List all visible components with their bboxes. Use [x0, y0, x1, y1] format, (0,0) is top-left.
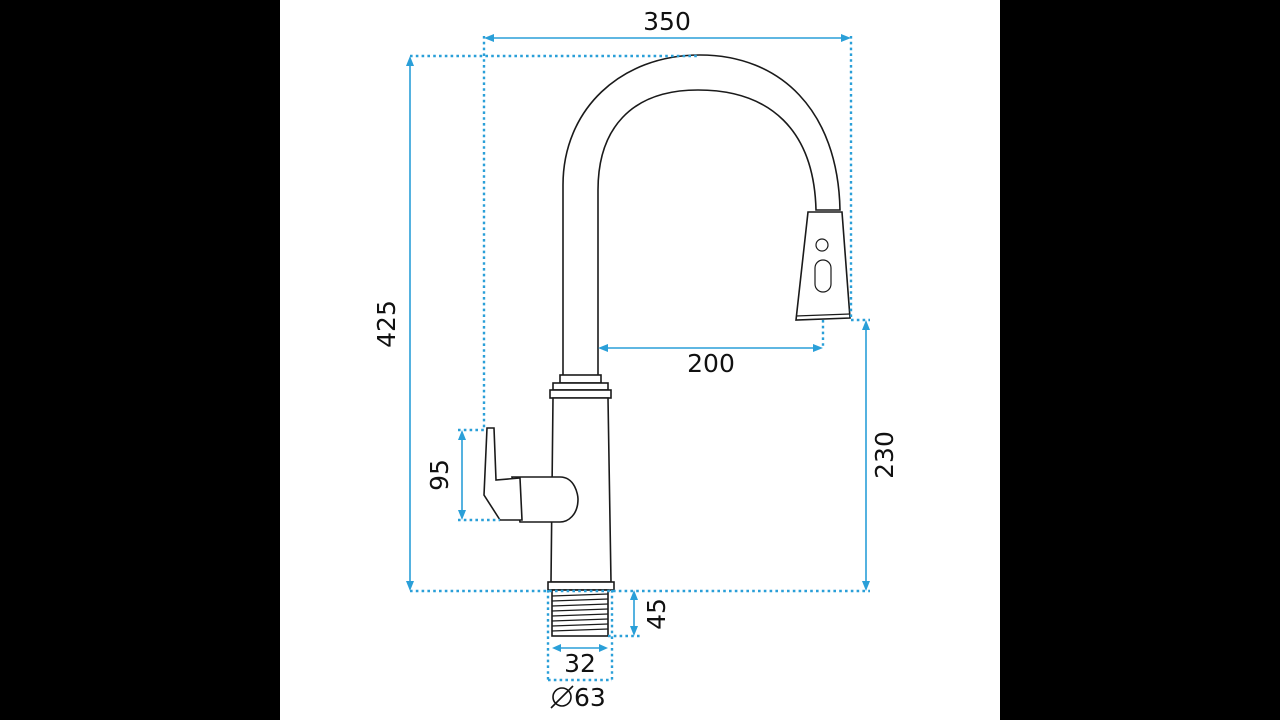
handle-lever — [483, 427, 523, 521]
spray-head — [795, 211, 851, 321]
thread-length-label: 45 — [642, 598, 671, 630]
lower-collar — [552, 382, 609, 391]
faucet-outline — [483, 54, 851, 637]
height-label: 425 — [372, 300, 401, 348]
dimension-labels: 350 425 200 230 95 45 32 63 — [372, 7, 899, 712]
extension-lines — [410, 36, 870, 682]
reach-label: 200 — [687, 349, 735, 378]
spray-mode-switch-icon — [814, 259, 832, 293]
width-label: 350 — [643, 7, 691, 36]
handle-knob — [511, 476, 579, 523]
upper-collar — [559, 374, 602, 384]
handle-height-label: 95 — [425, 459, 454, 491]
threaded-shank — [551, 589, 609, 637]
dimension-arrows — [406, 34, 870, 652]
spout-body — [562, 54, 841, 379]
base-diameter-label: 63 — [574, 683, 606, 712]
thread-lines — [551, 593, 609, 632]
drawing-panel — [280, 0, 1000, 720]
spout-height-label: 230 — [870, 431, 899, 479]
spray-button-icon — [815, 238, 829, 252]
diameter-symbol-icon — [550, 685, 574, 709]
thread-diameter-label: 32 — [564, 649, 596, 678]
base-ring — [547, 581, 615, 591]
